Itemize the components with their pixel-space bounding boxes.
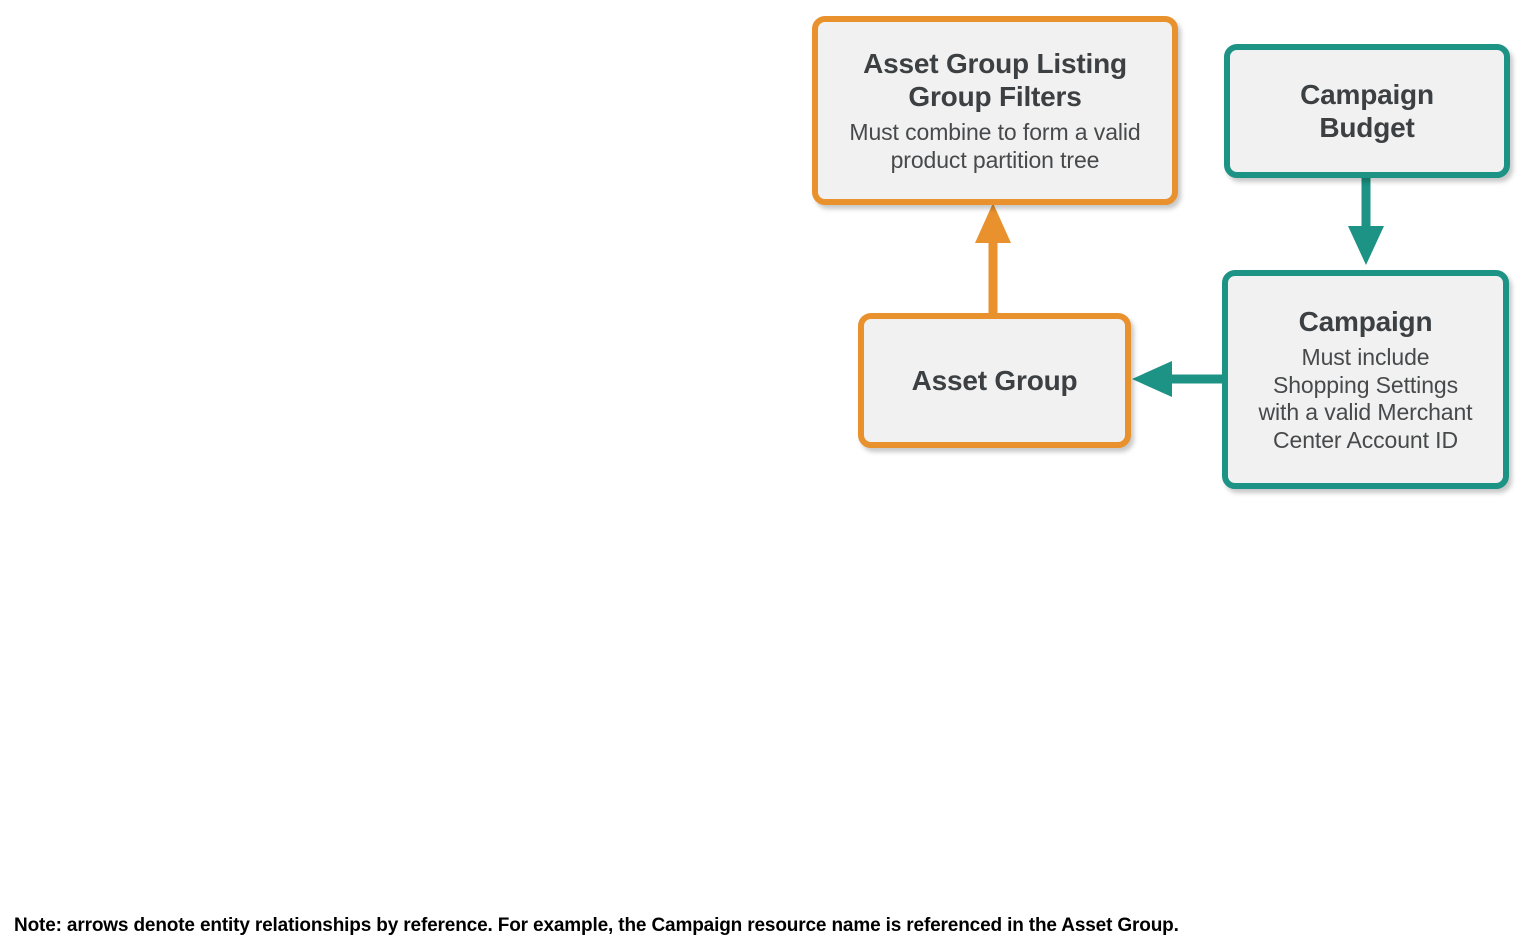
node-title: Asset Group Listing Group Filters [863,47,1127,112]
node-subtitle: Must combine to form a valid product par… [849,119,1141,173]
edge-campaign-budget-to-campaign-arrow [1348,172,1384,265]
node-subtitle: Must include Shopping Settings with a va… [1258,343,1473,453]
node-asset-group[interactable]: Asset Group [858,313,1131,448]
diagram-footnote: Note: arrows denote entity relationships… [14,915,1179,936]
node-title: Campaign Budget [1300,78,1434,143]
node-campaign-budget[interactable]: Campaign Budget [1224,44,1510,178]
node-campaign[interactable]: Campaign Must include Shopping Settings … [1222,270,1509,489]
edge-asset-group-to-listing-filters-arrow [975,203,1011,318]
node-asset-group-listing-group-filters[interactable]: Asset Group Listing Group Filters Must c… [812,16,1178,205]
node-title: Asset Group [911,364,1078,396]
edge-campaign-to-asset-group-arrow [1132,361,1227,397]
node-title: Campaign [1298,305,1433,337]
